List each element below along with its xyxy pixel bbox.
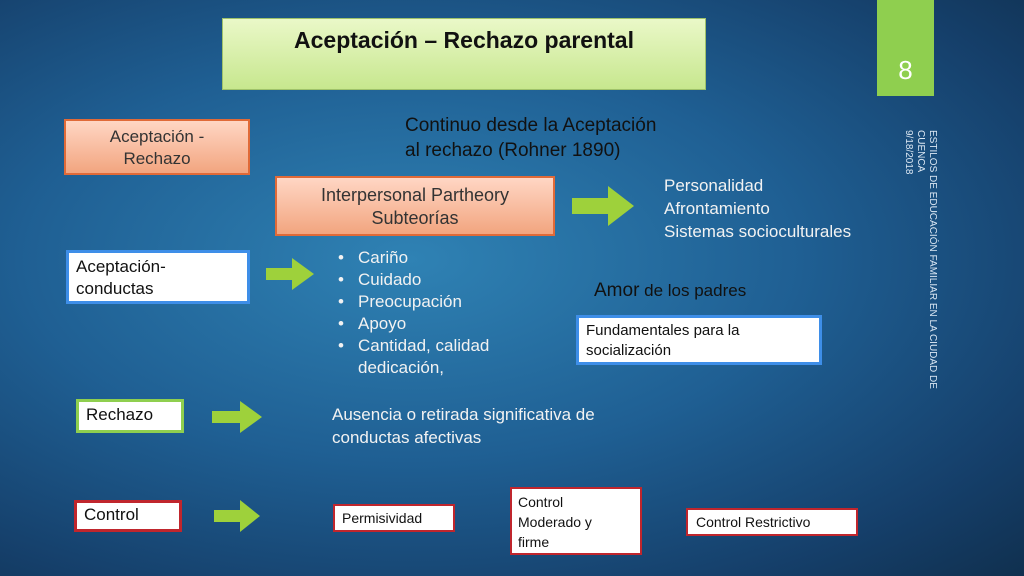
bullet-item: Cuidado: [332, 269, 572, 291]
text-line: Ausencia o retirada significativa de: [332, 405, 595, 424]
slide-title-text: Aceptación – Rechazo parental: [294, 27, 634, 53]
box-line: Interpersonal Partheory: [320, 185, 510, 205]
bullet-item: Cariño: [332, 247, 572, 269]
box-label: Rechazo: [86, 405, 154, 424]
ausencia-text: Ausencia o retirada significativa de con…: [332, 403, 692, 449]
bullet-item: Cantidad, calidad: [332, 335, 572, 357]
amor-rest: de los padres: [639, 281, 747, 300]
box-line: Control: [518, 494, 564, 510]
footer-text: ESTILOS DE EDUCACIÓN FAMILIAR EN LA CIUD…: [915, 130, 938, 389]
text-line: al rechazo (Rohner 1890): [405, 140, 621, 161]
box-line: Rechazo: [123, 149, 191, 168]
footer-vertical: ESTILOS DE EDUCACIÓN FAMILIAR EN LA CIUD…: [898, 130, 938, 430]
control-restrictivo-box: Control Restrictivo: [686, 508, 858, 536]
page-number: 8: [898, 55, 913, 85]
box-line: Aceptación-: [76, 257, 166, 276]
subteorias-list: Personalidad Afrontamiento Sistemas soci…: [664, 174, 894, 243]
slide-title: Aceptación – Rechazo parental: [222, 18, 706, 90]
box-line: firme: [518, 534, 550, 550]
bullet-item: Apoyo: [332, 313, 572, 335]
list-item: Sistemas socioculturales: [664, 222, 852, 241]
box-label: Control Restrictivo: [696, 514, 811, 530]
list-item: Personalidad: [664, 176, 764, 195]
page-number-box: 8: [877, 0, 934, 96]
right-arrow-icon: [212, 401, 262, 433]
aceptacion-rechazo-box: Aceptación - Rechazo: [64, 119, 250, 175]
right-arrow-icon: [572, 186, 634, 226]
bullet-item: Preocupación: [332, 291, 572, 313]
right-arrow-icon: [214, 500, 260, 532]
aceptacion-conductas-box: Aceptación- conductas: [66, 250, 250, 304]
text-line: conductas afectivas: [332, 428, 482, 447]
box-line: conductas: [76, 279, 154, 298]
fundamentales-box: Fundamentales para la socialización: [576, 315, 822, 365]
box-line: Moderado y: [518, 514, 592, 530]
box-line: Fundamentales para la: [586, 322, 740, 339]
amor-word: Amor: [594, 280, 640, 301]
control-box: Control: [74, 500, 182, 532]
control-moderado-box: Control Moderado y firme: [510, 487, 642, 555]
continuo-text: Continuo desde la Aceptación al rechazo …: [405, 113, 765, 163]
text-line: Continuo desde la Aceptación: [405, 115, 657, 136]
box-line: Subteorías: [371, 208, 459, 228]
box-line: Aceptación -: [109, 127, 205, 146]
list-item: Afrontamiento: [664, 199, 770, 218]
bullet-item: dedicación,: [358, 358, 445, 377]
interpersonal-box: Interpersonal Partheory Subteorías: [275, 176, 555, 236]
amor-heading: Amor de los padres: [594, 280, 834, 302]
box-label: Control: [84, 505, 139, 524]
box-label: Permisividad: [342, 510, 423, 526]
footer-date: 9/18/2018: [903, 130, 914, 175]
box-line: socialización: [586, 342, 672, 359]
rechazo-box: Rechazo: [76, 399, 184, 433]
bullet-list: Cariño Cuidado Preocupación Apoyo Cantid…: [332, 247, 572, 379]
permisividad-box: Permisividad: [333, 504, 455, 532]
right-arrow-icon: [266, 258, 314, 290]
